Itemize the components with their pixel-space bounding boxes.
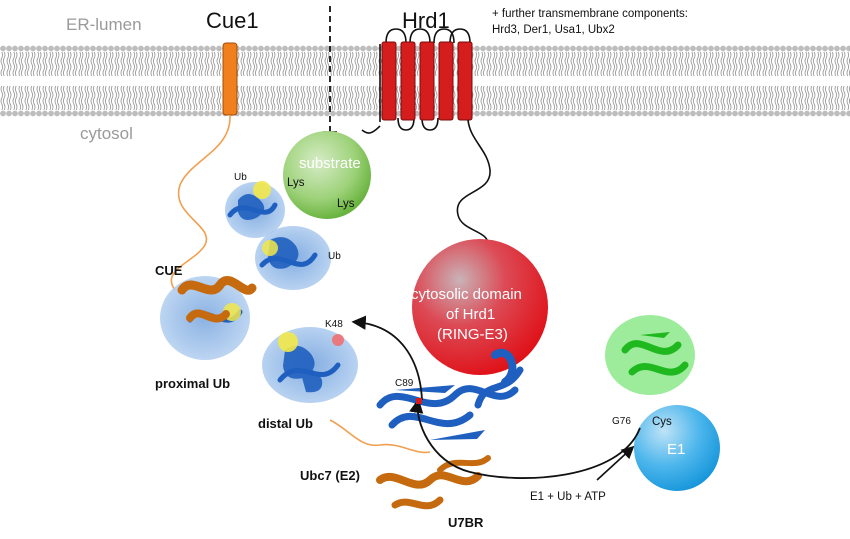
e1-reaction-label: E1 + Ub + ATP: [530, 491, 606, 503]
ubiquitin-chain-structure: [160, 181, 358, 403]
cue-domain-structure: [177, 276, 257, 323]
e2-to-k48-transfer-arrow: [351, 315, 423, 401]
cue1-transmembrane-helix: [222, 42, 238, 116]
u7br-label: U7BR: [448, 515, 484, 530]
u7br-linker: [329, 419, 431, 454]
further-components-line2: Hrd3, Der1, Usa1, Ubx2: [492, 24, 615, 36]
lys-label-upper: Lys: [287, 177, 305, 189]
hrd1-cytosolic-tether: [456, 119, 491, 247]
g76-label: G76: [612, 416, 631, 427]
er-lumen-label: ER-lumen: [66, 15, 142, 34]
ring-e3-circle: [412, 239, 548, 375]
hrd1-transmembrane-helices: [361, 28, 473, 134]
cue1-linker: [170, 114, 231, 291]
lys-label-lower: Lys: [337, 198, 355, 210]
k48-label: K48: [325, 319, 343, 330]
ub-label-mid: Ub: [328, 251, 341, 262]
c89-label: C89: [395, 378, 414, 389]
ub-label-top: Ub: [234, 172, 247, 183]
distal-ub-label: distal Ub: [258, 416, 313, 431]
substrate-label: substrate: [299, 155, 361, 172]
cytosolic-domain-line2: of Hrd1: [446, 306, 495, 323]
substrate-circle: [283, 131, 371, 219]
cue1-label: Cue1: [206, 8, 259, 33]
e1-label: E1: [667, 441, 685, 458]
e1-to-e2-transfer-arrow: [409, 398, 641, 479]
cytosol-label: cytosol: [80, 124, 133, 143]
u7br-structure: [376, 455, 491, 510]
cytosolic-domain-line3: (RING-E3): [437, 326, 508, 343]
c89-active-site-marker: [416, 398, 422, 404]
ubc7-structure: [376, 348, 524, 440]
ubc7-label: Ubc7 (E2): [300, 468, 360, 483]
further-components-line1: + further transmembrane components:: [492, 8, 688, 20]
proximal-ub-label: proximal Ub: [155, 376, 230, 391]
ubiquitin-on-e1-structure: [605, 315, 695, 395]
cytosolic-domain-line1: cytosolic domain: [411, 286, 522, 303]
cue-label: CUE: [155, 263, 183, 278]
e1-activation-arrow: [596, 445, 635, 481]
e1-circle: [634, 405, 720, 491]
cys-label: Cys: [652, 416, 672, 428]
